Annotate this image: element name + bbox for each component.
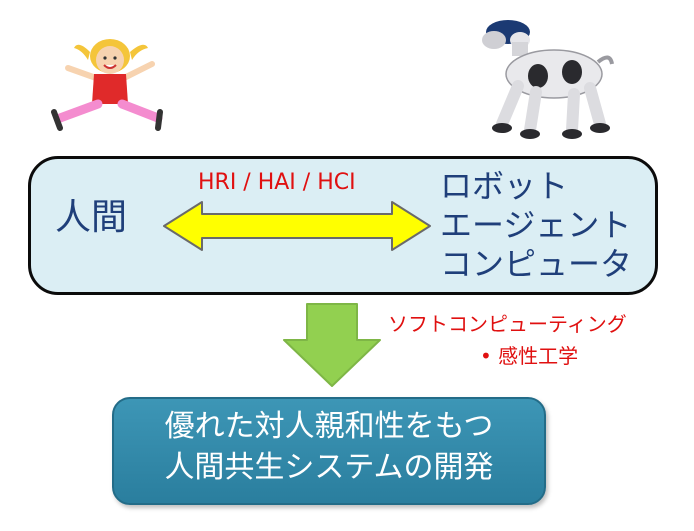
- goal-line-1: 優れた対人親和性をもつ: [164, 409, 494, 444]
- human-label: 人間: [55, 197, 128, 238]
- agent-list: ロボット エージェント コンピュータ: [440, 167, 632, 284]
- kansei-engineering-label: • 感性工学: [480, 346, 578, 366]
- goal-text: 優れた対人親和性をもつ 人間共生システムの開発: [112, 406, 546, 489]
- agent-item-computer: コンピュータ: [440, 245, 633, 284]
- robot-dog-illustration-icon: [482, 20, 614, 139]
- goal-line-2: 人間共生システムの開発: [164, 450, 494, 486]
- kansei-text: 感性工学: [498, 344, 579, 368]
- down-arrow-icon: [283, 303, 381, 387]
- bullet-marker: •: [480, 344, 492, 368]
- agent-item-agent: エージェント: [440, 206, 632, 245]
- agent-item-robot: ロボット: [440, 167, 569, 205]
- double-arrow-icon: [163, 201, 431, 251]
- goal-box: [112, 397, 546, 505]
- interaction-type-label: HRI / HAI / HCI: [198, 170, 356, 195]
- child-jumping-illustration-icon: [51, 39, 163, 131]
- soft-computing-label: ソフトコンピューティング: [388, 312, 627, 336]
